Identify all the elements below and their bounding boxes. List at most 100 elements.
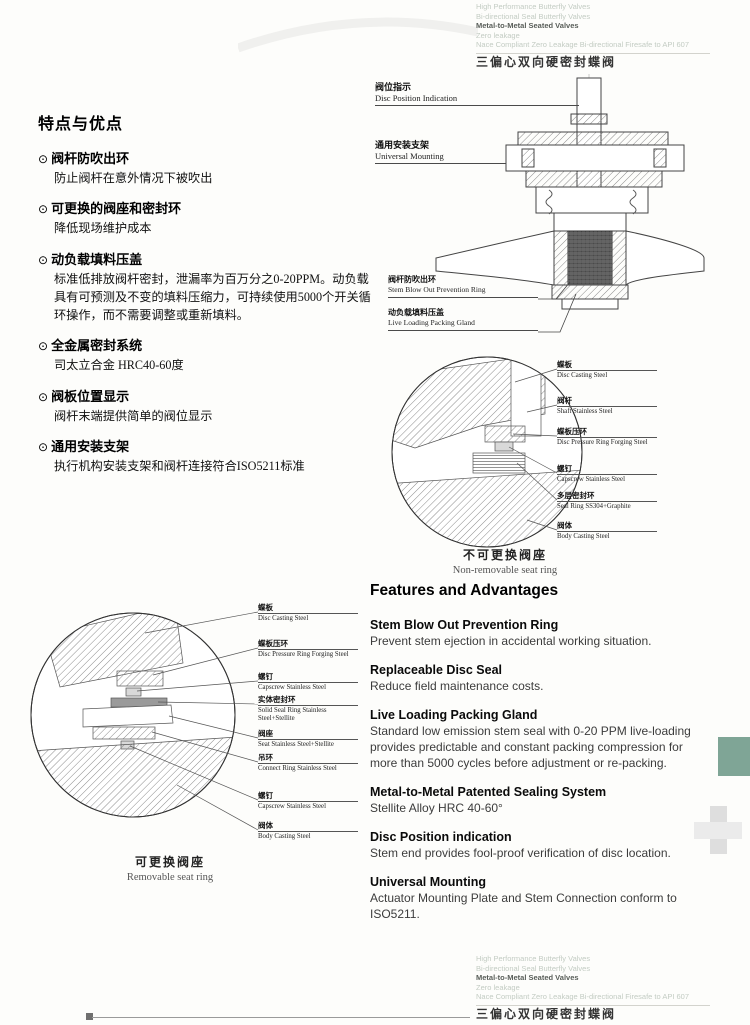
leader-line (129, 745, 259, 801)
part-label-seal-ring: 多层密封环 Seal Ring SS304+Graphite (557, 491, 657, 511)
bullet-icon: ⊙ (38, 252, 49, 267)
brand-line-highlight: Metal-to-Metal Seated Valves (476, 21, 579, 31)
cn-feature-item: ⊙可更换的阀座和密封环 降低现场维护成本 (38, 198, 374, 237)
header-brand-block: High Performance Butterfly Valves Bi-dir… (476, 2, 716, 68)
cn-feature-title: ⊙全金属密封系统 (38, 338, 143, 354)
cn-feature-title: ⊙动负载填料压盖 (38, 251, 143, 267)
cn-feature-item: ⊙全金属密封系统 司太立合金 HRC40-60度 (38, 335, 374, 374)
diagram-label-stem-blowout: 阀杆防吹出环 Stem Blow Out Prevention Ring (388, 274, 538, 298)
leader-line (157, 701, 259, 705)
footer-rule-line (92, 1017, 470, 1018)
assembly-drawing (435, 74, 705, 333)
brand-line: High Performance Butterfly Valves (476, 954, 591, 963)
removable-seat-diagram: 蝶板 Disc Casting Steel 蝶板压环 Disc Pressure… (25, 575, 370, 890)
cn-feature-item: ⊙动负载填料压盖 标准低排放阀杆密封，泄漏率为百万分之0-20PPM。动负载具有… (38, 249, 374, 325)
en-feature-title: Live Loading Packing Gland (370, 707, 538, 722)
cn-feature-title: ⊙阀杆防吹出环 (38, 151, 130, 166)
bullet-icon: ⊙ (38, 152, 49, 166)
cn-feature-item: ⊙通用安装支架 执行机构安装支架和阀杆连接符合ISO5211标准 (38, 436, 374, 475)
footer-product-title-cn: 三偏心双向硬密封蝶阀 (476, 1004, 710, 1020)
en-feature-item: Disc Position indication Stem end provid… (370, 830, 710, 862)
part-label-capscrew: 螺钉 Capscrew Stainless Steel (258, 791, 358, 811)
en-features-section: Features and Advantages Stem Blow Out Pr… (370, 582, 710, 936)
brand-line: Nace Compliant Zero Leakage Bi-direction… (476, 40, 690, 50)
footer-brand-block: High Performance Butterfly Valves Bi-dir… (476, 954, 716, 1020)
cn-feature-title: ⊙可更换的阀座和密封环 (38, 201, 182, 217)
leader-line (516, 462, 558, 501)
diagram-label-live-loading: 动负载填料压盖 Live Loading Packing Gland (388, 307, 538, 331)
bullet-icon: ⊙ (38, 440, 49, 455)
en-feature-desc: Standard low emission stem seal with 0-2… (370, 723, 691, 770)
valve-assembly-diagram: 阀位指示 Disc Position Indication 通用安装支架 Uni… (370, 68, 715, 353)
product-title-cn: 三偏心双向硬密封蝶阀 (476, 52, 710, 68)
cn-feature-desc: 降低现场维护成本 (54, 221, 152, 236)
en-feature-item: Universal Mounting Actuator Mounting Pla… (370, 875, 710, 923)
footer-rule-square (86, 1013, 93, 1020)
part-label-disc: 蝶板 Disc Casting Steel (258, 603, 358, 623)
part-label-body: 阀体 Body Casting Steel (258, 821, 358, 841)
part-label-disc: 蝶板 Disc Casting Steel (557, 360, 657, 380)
cn-features-section: 特点与优点 ⊙阀杆防吹出环 防止阀杆在意外情况下被吹出 ⊙可更换的阀座和密封环 … (38, 110, 374, 486)
part-label-capscrew: 螺钉 Capscrew Stainless Steel (258, 672, 358, 692)
en-feature-title: Replaceable Disc Seal (370, 662, 503, 677)
cn-feature-title: ⊙通用安装支架 (38, 439, 130, 455)
en-feature-item: Replaceable Disc Seal Reduce field maint… (370, 663, 710, 695)
leader-line (508, 446, 558, 474)
cn-feature-desc: 司太立合金 HRC40-60度 (54, 358, 184, 373)
cross-decoration-horizontal (694, 822, 742, 839)
leader-line (538, 293, 577, 333)
diagram-label-universal-mounting: 通用安装支架 Universal Mounting (375, 140, 506, 164)
brand-line: Bi-directional Seal Butterfly Valves (476, 963, 591, 973)
cn-feature-desc: 阀杆末端提供简单的阀位显示 (54, 408, 213, 423)
bullet-icon: ⊙ (38, 339, 49, 354)
brand-line: Nace Compliant Zero Leakage Bi-direction… (476, 992, 690, 1002)
leader-line (151, 731, 259, 763)
removable-caption: 可更换阀座 Removable seat ring (126, 855, 214, 883)
en-feature-desc: Reduce field maintenance costs. (370, 678, 544, 693)
brand-line-highlight: Metal-to-Metal Seated Valves (476, 973, 579, 983)
teal-square-decoration (718, 737, 750, 776)
leader-line (512, 433, 558, 437)
bullet-icon: ⊙ (38, 202, 49, 217)
part-label-pressure-ring: 蝶板压环 Disc Pressure Ring Forging Steel (258, 639, 358, 659)
cn-feature-item: ⊙阀板位置显示 阀杆末端提供简单的阀位显示 (38, 386, 374, 425)
en-feature-title: Disc Position indication (370, 829, 512, 844)
brand-line: Zero leakage (476, 982, 520, 992)
en-feature-item: Metal-to-Metal Patented Sealing System S… (370, 785, 710, 817)
en-feature-desc: Stellite Alloy HRC 40-60° (370, 800, 503, 815)
part-label-connect-ring: 吊环 Connect Ring Stainless Steel (258, 753, 358, 773)
diagram-label-disc-position: 阀位指示 Disc Position Indication (375, 82, 579, 106)
brand-line: Zero leakage (476, 30, 520, 40)
part-label-shaft: 阀杆 Shaft Stainless Steel (557, 396, 657, 416)
part-label-solid-seal-ring: 实体密封环 Solid Seal Ring Stainless Steel+St… (258, 695, 358, 724)
en-feature-item: Stem Blow Out Prevention Ring Prevent st… (370, 618, 710, 650)
leader-line (176, 784, 259, 831)
part-label-body: 阀体 Body Casting Steel (557, 521, 657, 541)
nonremovable-seat-diagram: 蝶板 Disc Casting Steel 阀杆 Shaft Stainless… (385, 352, 710, 587)
leader-line (526, 519, 558, 531)
en-feature-desc: Stem end provides fool-proof verificatio… (370, 845, 671, 860)
cn-feature-desc: 执行机构安装支架和阀杆连接符合ISO5211标准 (54, 459, 305, 474)
bullet-icon: ⊙ (38, 389, 49, 404)
part-label-pressure-ring: 蝶板压环 Disc Pressure Ring Forging Steel (557, 427, 657, 447)
leader-line (144, 611, 259, 634)
en-feature-desc: Prevent stem ejection in accidental work… (370, 634, 652, 648)
cn-feature-item: ⊙阀杆防吹出环 防止阀杆在意外情况下被吹出 (38, 148, 374, 187)
en-feature-title: Metal-to-Metal Patented Sealing System (370, 784, 607, 799)
cn-features-title: 特点与优点 (38, 116, 124, 133)
en-feature-title: Stem Blow Out Prevention Ring (370, 618, 559, 632)
part-label-capscrew: 螺钉 Capscrew Stainless Steel (557, 464, 657, 484)
leader-line (152, 647, 259, 676)
nonremovable-drawing (391, 356, 583, 548)
leader-line (538, 281, 571, 300)
leader-line (514, 368, 558, 383)
nonremovable-caption: 不可更换阀座 Non-removable seat ring (452, 548, 558, 576)
cn-feature-title: ⊙阀板位置显示 (38, 388, 130, 404)
en-features-title: Features and Advantages (370, 582, 559, 599)
leader-line (526, 404, 558, 413)
en-feature-item: Live Loading Packing Gland Standard low … (370, 708, 710, 772)
cn-feature-desc: 防止阀杆在意外情况下被吹出 (54, 171, 213, 185)
en-feature-title: Universal Mounting (370, 874, 486, 889)
cn-feature-desc: 标准低排放阀杆密封，泄漏率为百万分之0-20PPM。动负载具有可预测及不变的填料… (54, 271, 371, 323)
swoosh-decoration (238, 17, 478, 53)
